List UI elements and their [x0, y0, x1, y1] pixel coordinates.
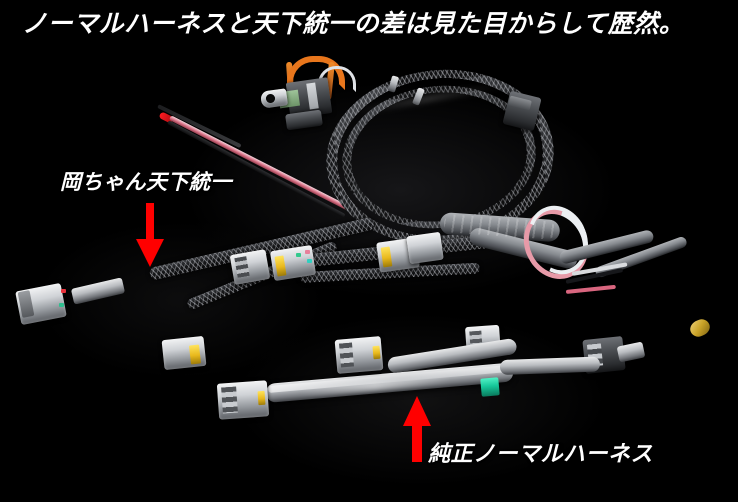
page-title: ノーマルハーネスと天下統一の差は見た目からして歴然。 [22, 10, 685, 38]
stock-connector-left-lock [257, 390, 266, 406]
pin-marker-pink-a2 [305, 250, 310, 254]
stock-connector-left-slots [221, 386, 238, 414]
stock-connector-mid-slots [338, 342, 355, 368]
annotation-label-tenka-toitsu: 岡ちゃん天下統一 [60, 171, 232, 194]
annotation-arrow-down [128, 203, 172, 267]
stock-connector-mid-lock [372, 345, 381, 360]
ring-terminal-hole [266, 94, 275, 103]
green-tape-band [480, 377, 500, 397]
black-wire-tip [157, 104, 242, 149]
pin-marker-green-a2 [296, 253, 301, 257]
annotation-arrow-up [397, 396, 437, 462]
pin-marker-teal-a2 [307, 259, 312, 263]
stock-wire-pink-right [565, 284, 616, 294]
brass-ring-terminal [687, 317, 713, 339]
annotation-label-junsei-normal-harness: 純正ノーマルハーネス [428, 441, 654, 466]
black-wire-long [167, 120, 346, 218]
pin-marker-green-left [59, 303, 64, 307]
pin-marker-red-left [61, 289, 66, 293]
connector-lower-left-lock [189, 344, 201, 365]
relay-connector-boot [285, 109, 323, 131]
connector-b2 [406, 231, 444, 265]
white-tape-sleeve-left [70, 277, 126, 305]
